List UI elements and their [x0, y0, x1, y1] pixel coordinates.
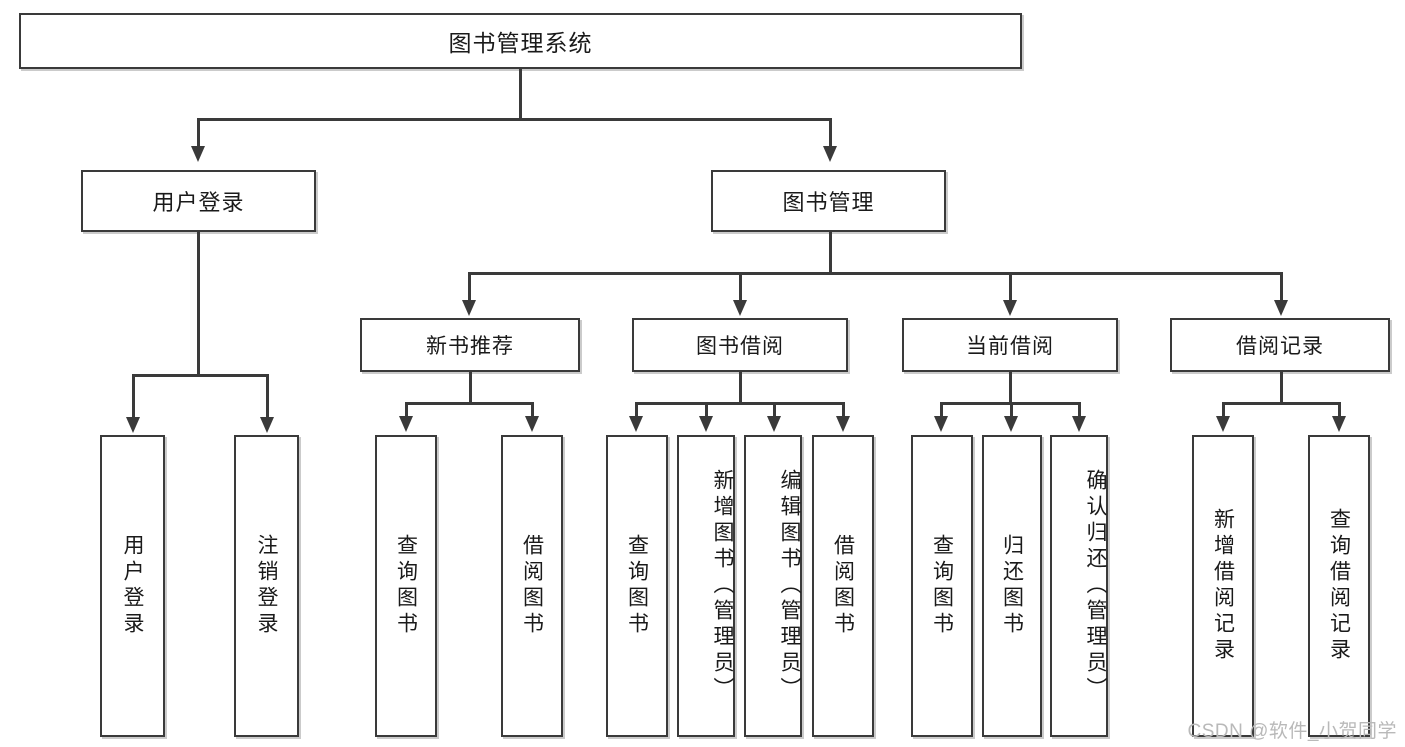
connector-bb-to-leaf-3	[842, 402, 845, 418]
connector-root-bus	[197, 118, 831, 121]
node-book-borrow[interactable]: 图书借阅	[632, 318, 848, 372]
node-leaf-query-book-borrow[interactable]: 查询图书	[606, 435, 668, 737]
node-label: 图书借阅	[696, 335, 784, 358]
node-leaf-add-book-admin[interactable]: 新增图书（管理员）	[677, 435, 735, 737]
connector-br-to-leaf-1	[1338, 402, 1341, 418]
node-label: 查询借阅记录	[1327, 508, 1351, 664]
connector-new-book-to-leaf-1	[531, 402, 534, 418]
node-label: 查询图书	[930, 534, 954, 638]
arrow-bm-to-current-borrow	[1003, 300, 1017, 316]
connector-user-login-to-leaf-0	[132, 374, 135, 419]
node-label: 图书管理系统	[448, 30, 593, 56]
connector-book-borrow-stem	[739, 372, 742, 404]
node-label: 当前借阅	[966, 335, 1054, 358]
node-label: 借阅记录	[1236, 335, 1324, 358]
node-label: 借阅图书	[520, 534, 544, 638]
arrow-bb-to-leaf-1	[699, 416, 713, 432]
arrow-root-to-user-login	[191, 146, 205, 162]
node-label: 用户登录	[152, 190, 245, 215]
node-leaf-user-login[interactable]: 用户登录	[100, 435, 165, 737]
arrow-new-book-to-leaf-0	[399, 416, 413, 432]
node-label: 查询图书	[625, 534, 649, 638]
connector-user-login-to-leaf-1	[266, 374, 269, 419]
node-label: 确认归还（管理员）	[1084, 469, 1107, 703]
node-label: 归还图书	[1000, 534, 1024, 638]
arrow-user-login-to-leaf-0	[126, 417, 140, 433]
connector-br-to-leaf-0	[1222, 402, 1225, 418]
connector-cb-to-leaf-0	[940, 402, 943, 418]
arrow-bm-to-book-borrow	[733, 300, 747, 316]
node-label: 用户登录	[121, 534, 144, 638]
node-label: 查询图书	[394, 534, 418, 638]
connector-cb-to-leaf-1	[1010, 402, 1013, 418]
connector-bm-to-new-book	[468, 272, 471, 302]
node-label: 借阅图书	[831, 534, 855, 638]
connector-book-management-stem	[829, 232, 832, 274]
node-leaf-confirm-return-admin[interactable]: 确认归还（管理员）	[1050, 435, 1108, 737]
connector-root-to-book-management	[829, 118, 832, 148]
arrow-root-to-book-management	[823, 146, 837, 162]
connector-book-borrow-bus	[635, 402, 844, 405]
connector-book-management-bus	[468, 272, 1282, 275]
connector-bb-to-leaf-2	[773, 402, 776, 418]
node-current-borrow[interactable]: 当前借阅	[902, 318, 1118, 372]
connector-cb-to-leaf-2	[1078, 402, 1081, 418]
arrow-cb-to-leaf-1	[1004, 416, 1018, 432]
connector-user-login-bus	[132, 374, 266, 377]
connector-new-book-to-leaf-0	[405, 402, 408, 418]
node-leaf-add-borrow-record[interactable]: 新增借阅记录	[1192, 435, 1254, 737]
arrow-bm-to-new-book	[462, 300, 476, 316]
node-leaf-return-book[interactable]: 归还图书	[982, 435, 1042, 737]
node-label: 新增图书（管理员）	[711, 469, 734, 703]
arrow-br-to-leaf-1	[1332, 416, 1346, 432]
node-label: 图书管理	[782, 190, 875, 215]
arrow-new-book-to-leaf-1	[525, 416, 539, 432]
node-label: 注销登录	[255, 534, 278, 638]
arrow-cb-to-leaf-2	[1072, 416, 1086, 432]
connector-borrow-record-stem	[1280, 372, 1283, 404]
connector-bm-to-borrow-record	[1280, 272, 1283, 302]
connector-bb-to-leaf-0	[635, 402, 638, 418]
connector-root-stem	[519, 69, 522, 119]
connector-bm-to-current-borrow	[1009, 272, 1012, 302]
connector-new-book-bus	[405, 402, 533, 405]
connector-user-login-stem	[197, 232, 200, 376]
node-user-login[interactable]: 用户登录	[81, 170, 316, 232]
connector-new-book-stem	[469, 372, 472, 404]
node-label: 新书推荐	[426, 335, 514, 358]
arrow-bb-to-leaf-0	[629, 416, 643, 432]
node-leaf-edit-book-admin[interactable]: 编辑图书（管理员）	[744, 435, 802, 737]
arrow-bb-to-leaf-2	[767, 416, 781, 432]
node-new-book-recommend[interactable]: 新书推荐	[360, 318, 580, 372]
node-borrow-record[interactable]: 借阅记录	[1170, 318, 1390, 372]
node-leaf-query-borrow-record[interactable]: 查询借阅记录	[1308, 435, 1370, 737]
arrow-user-login-to-leaf-1	[260, 417, 274, 433]
node-root-book-management-system[interactable]: 图书管理系统	[19, 13, 1022, 69]
node-label: 新增借阅记录	[1211, 508, 1235, 664]
connector-current-borrow-stem	[1009, 372, 1012, 404]
node-label: 编辑图书（管理员）	[778, 469, 801, 703]
connector-borrow-record-bus	[1222, 402, 1340, 405]
connector-root-to-user-login	[197, 118, 200, 148]
node-leaf-query-book-recommend[interactable]: 查询图书	[375, 435, 437, 737]
node-leaf-query-book-current[interactable]: 查询图书	[911, 435, 973, 737]
node-leaf-borrow-book-recommend[interactable]: 借阅图书	[501, 435, 563, 737]
node-leaf-logout[interactable]: 注销登录	[234, 435, 299, 737]
arrow-bb-to-leaf-3	[836, 416, 850, 432]
arrow-cb-to-leaf-0	[934, 416, 948, 432]
arrow-bm-to-borrow-record	[1274, 300, 1288, 316]
node-leaf-borrow-book[interactable]: 借阅图书	[812, 435, 874, 737]
arrow-br-to-leaf-0	[1216, 416, 1230, 432]
node-book-management[interactable]: 图书管理	[711, 170, 946, 232]
connector-bb-to-leaf-1	[705, 402, 708, 418]
connector-bm-to-book-borrow	[739, 272, 742, 302]
